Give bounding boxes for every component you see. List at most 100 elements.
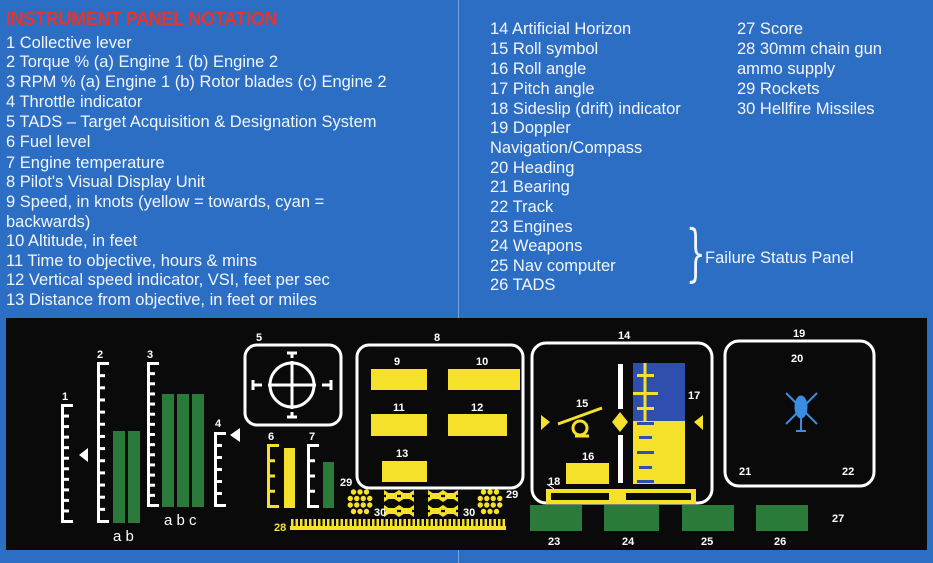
fuel-bar <box>284 448 295 508</box>
ammo-round <box>498 519 501 527</box>
time-readout <box>371 414 427 436</box>
scale-tick <box>61 414 69 418</box>
scale-tick <box>214 504 226 507</box>
label-n21: 21 <box>739 466 751 478</box>
ammo-round <box>489 519 492 527</box>
failure-nav-computer <box>682 505 734 531</box>
scale-tick <box>97 374 105 378</box>
scale-tick <box>307 459 315 463</box>
scale-tick <box>267 444 279 447</box>
rocket <box>484 502 490 508</box>
legend-item: 5 TADS – Target Acquisition & Designatio… <box>6 113 377 131</box>
scale-tick <box>61 477 69 481</box>
legend-item: 15 Roll symbol <box>490 40 599 58</box>
rocket <box>493 508 500 515</box>
collective-scale <box>61 404 73 523</box>
legend-item: 27 Score <box>737 20 804 38</box>
ammo-round <box>462 519 465 527</box>
rocket <box>490 495 496 502</box>
scale-tick <box>147 412 155 416</box>
scale-tick <box>97 471 105 475</box>
rocket <box>477 495 483 502</box>
label-ab: a b <box>113 528 134 545</box>
scale-tick <box>97 520 109 523</box>
rpm-bar-c <box>192 394 204 507</box>
ammo-round <box>417 519 420 527</box>
scale-tick <box>307 444 319 447</box>
hellfire-missiles-icon <box>384 490 458 517</box>
scale-tick <box>97 422 105 426</box>
label-abc: a b c <box>164 512 197 529</box>
ammo-round <box>390 519 393 527</box>
label-n5: 5 <box>256 332 262 344</box>
scale-tick <box>61 498 69 502</box>
sideslip-slot-left <box>551 493 609 500</box>
legend-item: 6 Fuel level <box>6 133 91 151</box>
scale-tick <box>147 382 155 386</box>
torque-bar-a <box>113 431 125 523</box>
scale-tick <box>307 474 315 478</box>
scale-tick <box>267 474 275 478</box>
ammo-round <box>367 519 370 527</box>
ammo-round <box>349 519 352 527</box>
legend-item: 21 Bearing <box>490 178 570 196</box>
legend-item: 24 Weapons <box>490 237 583 255</box>
throttle-pointer-icon <box>230 428 240 442</box>
scale-tick <box>61 520 73 523</box>
legend-item: 4 Throttle indicator <box>6 93 143 111</box>
scale-tick <box>61 456 69 460</box>
label-n6: 6 <box>268 431 274 443</box>
ammo-base <box>290 526 506 530</box>
label-n30a: 30 <box>374 507 386 519</box>
scale-tick <box>147 433 155 436</box>
legend-item: 29 Rockets <box>737 80 820 98</box>
ammo-round <box>471 519 474 527</box>
scale-tick <box>61 488 69 492</box>
sideslip-slot-right <box>626 493 691 500</box>
legend-item: 9 Speed, in knots (yellow = towards, cya… <box>6 193 325 211</box>
rocket <box>480 489 487 495</box>
ammo-round <box>358 519 361 527</box>
scale-tick <box>307 489 315 493</box>
rocket <box>347 495 353 502</box>
legend-item: Navigation/Compass <box>490 139 643 157</box>
pitch-tick <box>637 451 654 454</box>
ammo-round <box>403 519 406 527</box>
page-fold <box>458 0 459 563</box>
label-n27: 27 <box>832 513 844 525</box>
temperature-bar <box>323 462 334 508</box>
pitch-tick <box>633 392 658 395</box>
scale-tick <box>147 422 155 426</box>
rocket <box>487 508 493 515</box>
ammo-round <box>394 519 397 527</box>
scale-tick <box>61 404 73 407</box>
ammo-round <box>412 519 415 527</box>
rocket <box>493 489 500 495</box>
rocket <box>367 495 373 502</box>
legend-item: 1 Collective lever <box>6 34 132 52</box>
scale-tick <box>214 444 222 447</box>
speed-readout <box>371 369 427 390</box>
label-n4: 4 <box>215 418 222 430</box>
label-n12: 12 <box>471 402 483 414</box>
label-n26: 26 <box>774 536 786 548</box>
rockets-icon <box>347 489 503 515</box>
scale-tick <box>97 362 109 365</box>
legend-item: 2 Torque % (a) Engine 1 (b) Engine 2 <box>6 53 279 71</box>
left-pointer-icon <box>541 415 550 430</box>
legend-item: 28 30mm chain gun <box>737 40 882 58</box>
failure-status-label: Failure Status Panel <box>705 249 854 267</box>
scale-tick <box>147 362 159 365</box>
rocket <box>357 508 363 515</box>
legend-item: 3 RPM % (a) Engine 1 (b) Rotor blades (c… <box>6 73 387 91</box>
rocket <box>363 489 370 495</box>
rocket <box>357 489 363 495</box>
scale-tick <box>147 463 155 467</box>
missile <box>384 505 399 517</box>
altitude-readout <box>448 369 520 390</box>
crosshair-icon <box>251 351 333 419</box>
ammo-round <box>439 519 442 527</box>
label-n16: 16 <box>582 451 594 463</box>
temperature-scale <box>307 444 319 508</box>
scale-spine <box>61 404 64 523</box>
